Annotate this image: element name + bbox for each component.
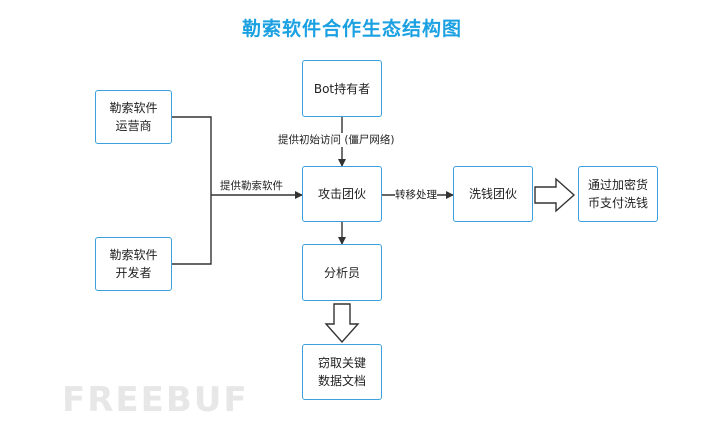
node-ransomware-developer: 勒索软件 开发者 [95,237,172,291]
hollow-arrow-right [534,177,576,213]
freebuf-watermark: FREEBUF [62,380,249,420]
edge-operator-bracket [172,116,212,265]
node-bot-holder: Bot持有者 [302,60,382,117]
node-attack-group: 攻击团伙 [302,166,382,222]
edge-label-initial-access: 提供初始访问 (僵尸网络) [278,133,395,147]
edge-label-transfer-processing: 转移处理 [395,188,437,202]
node-laundering-group: 洗钱团伙 [453,166,533,222]
hollow-arrow-down [324,303,360,344]
node-analyst: 分析员 [302,244,382,301]
node-steal-docs: 窃取关键 数据文档 [302,344,382,400]
diagram-title: 勒索软件合作生态结构图 [241,18,462,40]
node-crypto-payment: 通过加密货 币支付洗钱 [578,166,658,222]
node-ransomware-operator: 勒索软件 运营商 [95,90,172,144]
edge-label-provide-ransomware: 提供勒索软件 [220,179,283,193]
